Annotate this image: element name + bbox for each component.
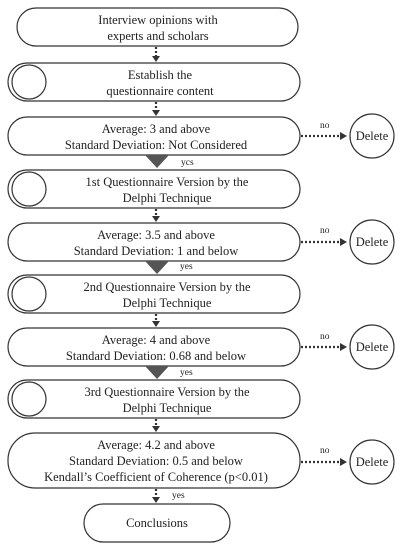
decision-average-3-line-1: Average: 3 and above bbox=[102, 122, 211, 136]
connector-8-9-arrowhead bbox=[152, 426, 160, 432]
step-1st-questionnaire-line-1: 1st Questionnaire Version by the bbox=[86, 175, 249, 189]
step-3rd-questionnaire-line-2: Delphi Technique bbox=[123, 401, 212, 415]
step-interview-opinions-line-1: Interview opinions with bbox=[98, 13, 218, 27]
decision-average-4-2-line-2: Standard Deviation: 0.5 and below bbox=[69, 454, 243, 468]
delete-label-4: Delete bbox=[356, 455, 389, 469]
yes-triangle-1 bbox=[145, 155, 169, 168]
delete-label-1: Delete bbox=[356, 129, 389, 143]
yes-label-3: yes bbox=[180, 368, 193, 378]
step-establish-content-circle bbox=[11, 64, 47, 100]
decision-average-3-line-2: Standard Deviation: Not Considered bbox=[65, 138, 248, 152]
no-connector-3-arrowhead bbox=[340, 343, 347, 351]
yes-triangle-3 bbox=[145, 366, 169, 379]
yes-label-4: yes bbox=[172, 491, 185, 501]
connector-6-7-arrowhead bbox=[152, 321, 160, 327]
connector-1-2-arrowhead bbox=[152, 56, 160, 62]
no-connector-2-arrowhead bbox=[340, 238, 347, 246]
connector-9-10-arrowhead bbox=[152, 497, 160, 503]
step-1st-questionnaire bbox=[7, 169, 301, 209]
step-conclusions bbox=[83, 503, 231, 543]
delete-node-1 bbox=[349, 113, 395, 159]
step-2nd-questionnaire-line-1: 2nd Questionnaire Version by the bbox=[83, 280, 251, 294]
no-connector-4-arrowhead bbox=[340, 458, 347, 466]
no-label-4: no bbox=[320, 446, 330, 456]
no-connector-1-arrowhead bbox=[340, 132, 347, 140]
decision-average-4-2 bbox=[7, 432, 301, 489]
step-establish-content-line-2: questionnaire content bbox=[106, 84, 214, 98]
step-establish-content-line-1: Establish the bbox=[128, 68, 193, 82]
no-label-1: no bbox=[320, 121, 330, 131]
step-2nd-questionnaire-circle bbox=[11, 276, 47, 312]
delete-label-2: Delete bbox=[356, 235, 389, 249]
no-label-3: no bbox=[320, 332, 330, 342]
step-1st-questionnaire-line-2: Delphi Technique bbox=[123, 191, 212, 205]
delete-node-3 bbox=[349, 324, 395, 370]
step-interview-opinions-line-2: experts and scholars bbox=[107, 29, 208, 43]
step-2nd-questionnaire bbox=[7, 274, 301, 314]
decision-average-3-5-line-1: Average: 3.5 and above bbox=[97, 228, 215, 242]
connector-4-5-arrowhead bbox=[152, 216, 160, 222]
delete-node-2 bbox=[349, 219, 395, 265]
delete-label-3: Delete bbox=[356, 340, 389, 354]
no-label-2: no bbox=[320, 226, 330, 236]
decision-average-4-line-1: Average: 4 and above bbox=[102, 333, 211, 347]
step-3rd-questionnaire bbox=[7, 379, 301, 419]
connector-2-3-arrowhead bbox=[152, 110, 160, 116]
yes-label-2: yes bbox=[180, 262, 193, 272]
step-3rd-questionnaire-line-1: 3rd Questionnaire Version by the bbox=[84, 385, 249, 399]
yes-label-1: ycs bbox=[181, 158, 194, 168]
step-3rd-questionnaire-circle bbox=[11, 381, 47, 417]
decision-average-4-2-line-1: Average: 4.2 and above bbox=[97, 438, 215, 452]
decision-average-4-2-line-3: Kendall’s Coefficient of Coherence (p<0.… bbox=[44, 470, 268, 484]
step-1st-questionnaire-circle bbox=[11, 171, 47, 207]
decision-average-3-5-line-2: Standard Deviation: 1 and below bbox=[74, 244, 239, 258]
step-2nd-questionnaire-line-2: Delphi Technique bbox=[123, 296, 212, 310]
delete-node-4 bbox=[349, 439, 395, 485]
step-conclusions-label: Conclusions bbox=[126, 516, 188, 530]
step-interview-opinions bbox=[16, 7, 299, 47]
yes-triangle-2 bbox=[145, 261, 169, 274]
step-establish-content bbox=[7, 62, 301, 102]
decision-average-4-line-2: Standard Deviation: 0.68 and below bbox=[66, 349, 246, 363]
